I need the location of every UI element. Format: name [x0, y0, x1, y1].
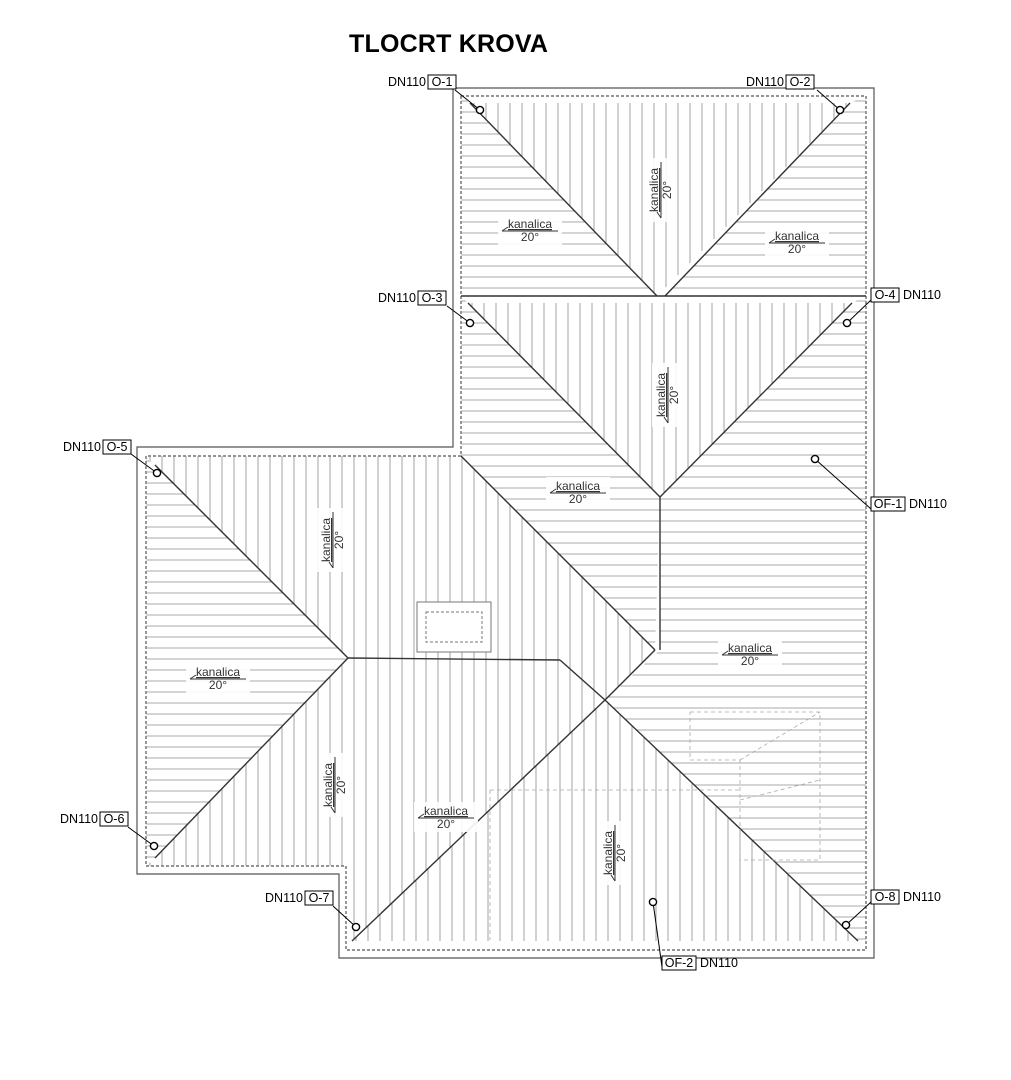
roof-slope-label: 20°: [667, 386, 681, 404]
roof-slope-label: 20°: [209, 678, 227, 692]
roof-slope-label: 20°: [521, 230, 539, 244]
drain-outlet-icon: [835, 105, 845, 115]
drain-size-label: DN110: [60, 812, 98, 826]
drain-size-label: DN110: [903, 288, 941, 302]
underlying-stair-detail: [489, 711, 821, 940]
drain-o-8: O-8 DN110: [841, 889, 941, 930]
roof-slope-label: 20°: [334, 776, 348, 794]
drain-id-label: O-5: [107, 440, 128, 454]
drain-outlet-icon: [149, 841, 159, 851]
roof-opening: [416, 601, 492, 653]
drain-outlet-icon: [152, 468, 162, 478]
drain-id-label: O-4: [875, 288, 896, 302]
roof-slope-label: 20°: [614, 844, 628, 862]
roof-material-label: kanalica: [321, 763, 335, 807]
drain-o-1: O-1 DN110: [388, 74, 485, 115]
roof-material-label: kanalica: [601, 831, 615, 875]
drain-outlet-icon: [842, 318, 852, 328]
drain-size-label: DN110: [903, 890, 941, 904]
drain-id-label: O-1: [432, 75, 453, 89]
drain-id-label: OF-1: [874, 497, 903, 511]
drain-size-label: DN110: [265, 891, 303, 905]
drain-outlet-icon: [841, 920, 851, 930]
drain-o-5: O-5 DN110: [63, 439, 162, 478]
roof-material-label: kanalica: [775, 229, 819, 243]
roof-outline: [136, 87, 875, 959]
roof-material-label: kanalica: [196, 665, 240, 679]
roof-slope-label: 20°: [788, 242, 806, 256]
drain-outlet-icon: [475, 105, 485, 115]
drain-size-label: DN110: [63, 440, 101, 454]
drain-o-4: O-4 DN110: [842, 287, 941, 328]
drain-id-label: O-2: [790, 75, 811, 89]
drain-id-label: O-3: [422, 291, 443, 305]
roof-ridges-and-hips: [154, 102, 866, 942]
drain-o-2: O-2 DN110: [746, 74, 845, 115]
drain-id-label: O-7: [309, 891, 330, 905]
drain-id-label: O-6: [104, 812, 125, 826]
roof-slope-label: 20°: [569, 492, 587, 506]
drain-size-label: DN110: [388, 75, 426, 89]
drain-id-label: OF-2: [665, 956, 694, 970]
drain-outlet-icon: [351, 922, 361, 932]
drain-o-7: O-7 DN110: [265, 890, 361, 932]
drain-size-label: DN110: [378, 291, 416, 305]
drain-outlet-icon: [465, 318, 475, 328]
page-title: TLOCRT KROVA: [349, 30, 549, 58]
drain-outlet-icon: [810, 454, 820, 464]
roof-slope-label: 20°: [741, 654, 759, 668]
drain-of-1: OF-1 DN110: [810, 454, 947, 512]
drain-size-label: DN110: [909, 497, 947, 511]
roof-slope-label: 20°: [437, 817, 455, 831]
roof-material-label: kanalica: [728, 641, 772, 655]
roof-material-label: kanalica: [508, 217, 552, 231]
drain-size-label: DN110: [700, 956, 738, 970]
drain-id-label: O-8: [875, 890, 896, 904]
roof-material-label: kanalica: [654, 373, 668, 417]
roof-slope-label: 20°: [660, 181, 674, 199]
roof-material-label: kanalica: [556, 479, 600, 493]
drain-outlet-icon: [648, 897, 658, 907]
drain-o-6: O-6 DN110: [60, 811, 159, 851]
roof-slope-label: 20°: [332, 531, 346, 549]
roof-material-label: kanalica: [319, 518, 333, 562]
drain-of-2: OF-2 DN110: [648, 897, 738, 971]
drain-size-label: DN110: [746, 75, 784, 89]
roof-material-label: kanalica: [424, 804, 468, 818]
roof-material-label: kanalica: [647, 168, 661, 212]
drain-o-3: O-3 DN110: [378, 290, 475, 328]
